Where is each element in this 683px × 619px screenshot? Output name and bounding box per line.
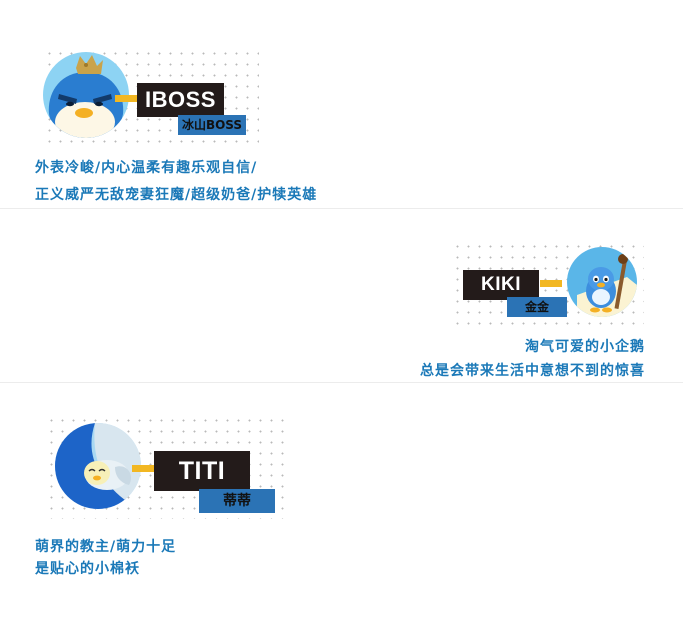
- section-divider: [0, 382, 683, 383]
- connector-bar: [540, 280, 562, 287]
- description-line-2: 总是会带来生活中意想不到的惊喜: [420, 363, 645, 379]
- subtitle-label: 冰山BOSS: [178, 115, 246, 135]
- name-label: IBOSS: [137, 83, 224, 117]
- sleeping-penguin-icon: [55, 423, 141, 509]
- subtitle-label: 蒂蒂: [199, 489, 275, 513]
- description-line-1: 萌界的教主/萌力十足: [35, 539, 177, 555]
- connector-bar: [115, 95, 139, 102]
- description-line-1: 外表冷峻/内心温柔有趣乐观自信/: [35, 160, 258, 176]
- name-label: TITI: [154, 451, 250, 491]
- penguin-with-staff-icon: [567, 247, 637, 317]
- description-line-2: 正义威严无敌宠妻狂魔/超级奶爸/护犊英雄: [35, 187, 318, 203]
- description-line-2: 是贴心的小棉袄: [35, 561, 140, 577]
- character-card-iboss: IBOSS 冰山BOSS 外表冷峻/内心温柔有趣乐观自信/ 正义威严无敌宠妻狂魔…: [0, 0, 683, 208]
- character-card-titi: TITI 蒂蒂 萌界的教主/萌力十足 是贴心的小棉袄: [0, 383, 683, 619]
- subtitle-label: 金金: [507, 297, 567, 317]
- character-card-kiki: KIKI 金金 淘气可爱的小企鹅 总是会带来生活中意想不到的惊喜: [0, 209, 683, 382]
- description-line-1: 淘气可爱的小企鹅: [525, 339, 645, 355]
- section-divider: [0, 208, 683, 209]
- crowned-penguin-icon: [43, 52, 129, 138]
- connector-bar: [132, 465, 156, 472]
- name-label: KIKI: [463, 270, 539, 300]
